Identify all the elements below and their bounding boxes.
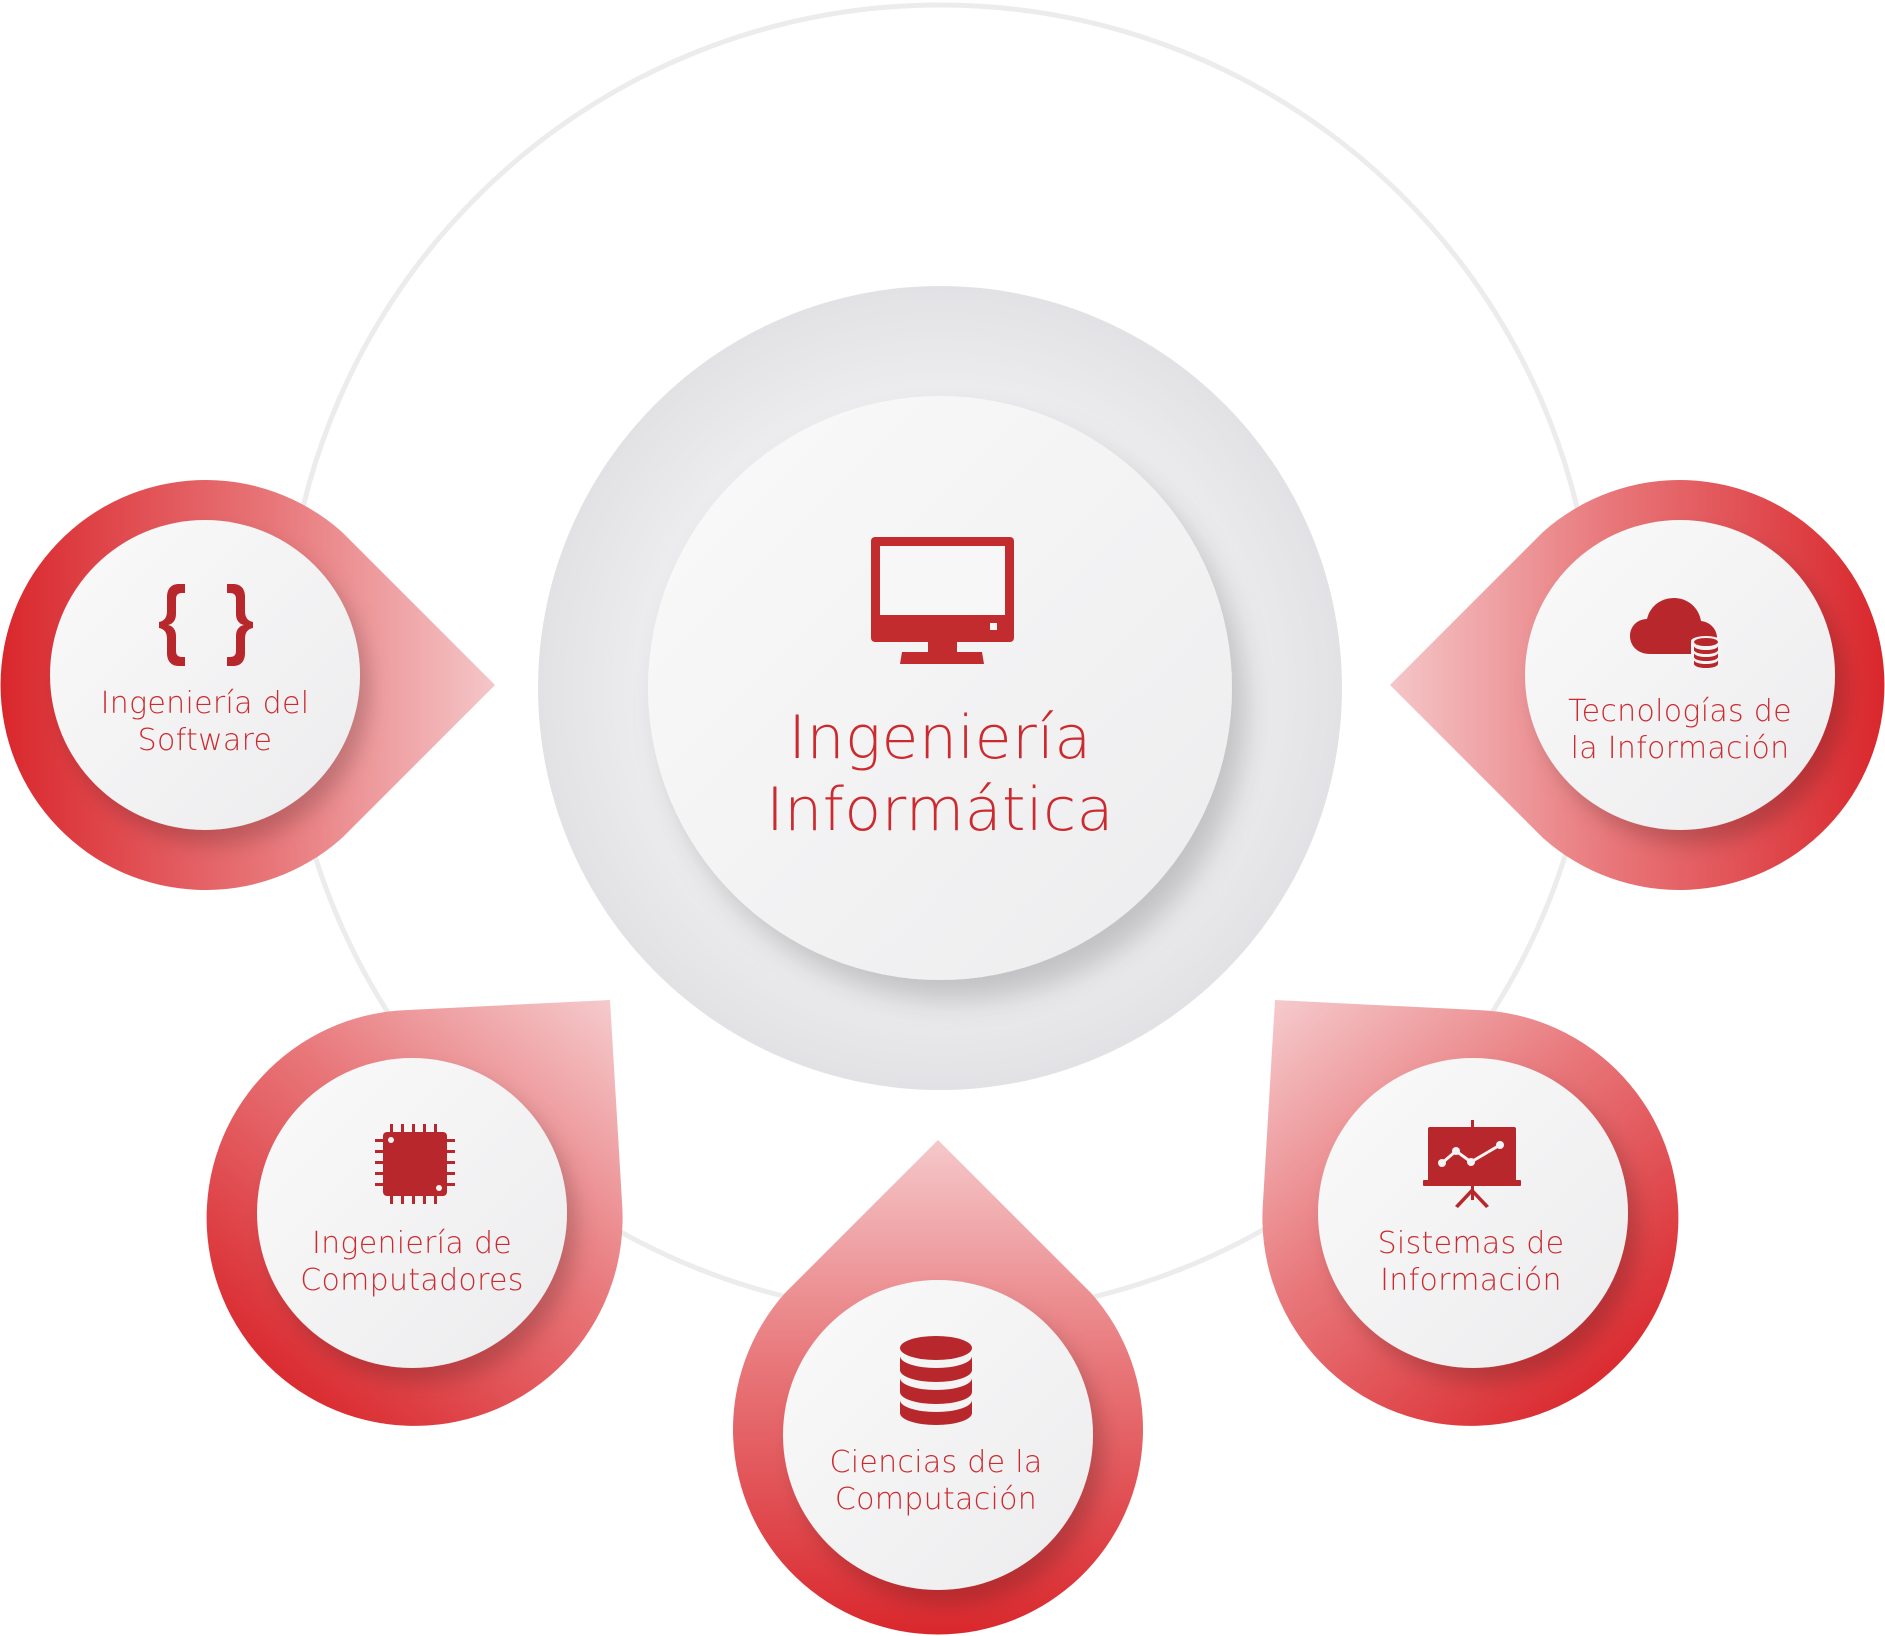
- label-computadores-line1: Ingeniería de: [311, 1226, 513, 1261]
- database-icon: [900, 1336, 972, 1425]
- satellite-ciencias: [733, 1140, 1143, 1635]
- card-ciencias: [783, 1280, 1093, 1590]
- card-software: [50, 520, 360, 830]
- cpu-chip-icon: [375, 1124, 455, 1204]
- presentation-chart-icon: [1423, 1120, 1521, 1208]
- satellite-computadores: [206, 1000, 623, 1426]
- label-computadores-line2: Computadores: [300, 1262, 524, 1298]
- card-computadores: [257, 1058, 567, 1368]
- label-software-line1: Ingeniería del: [100, 686, 310, 721]
- label-software-line2: Software: [137, 722, 273, 758]
- satellite-sistemas: [1262, 1000, 1679, 1426]
- label-computadores: Ingeniería de Computadores: [262, 1226, 562, 1299]
- satellite-software: [0, 480, 495, 891]
- center-title-line2: Informática: [766, 775, 1114, 845]
- label-sistemas-line2: Información: [1380, 1262, 1562, 1298]
- card-sistemas: [1318, 1058, 1628, 1368]
- label-software: Ingeniería del Software: [55, 686, 355, 759]
- center-title-line1: Ingeniería: [788, 703, 1092, 773]
- monitor-icon: [871, 537, 1014, 664]
- satellite-ti: [1390, 480, 1885, 891]
- label-ciencias: Ciencias de la Computación: [786, 1445, 1086, 1518]
- label-ciencias-line2: Computación: [834, 1481, 1038, 1517]
- curly-braces-icon: [159, 584, 253, 666]
- card-ti: [1525, 520, 1835, 830]
- cloud-database-icon: [1630, 598, 1721, 669]
- label-ti: Tecnologías de la Información: [1530, 694, 1830, 767]
- label-sistemas: Sistemas de Información: [1321, 1226, 1621, 1299]
- label-ti-line1: Tecnologías de: [1568, 694, 1792, 729]
- center-card: [648, 396, 1232, 980]
- center-title: Ingeniería Informática: [740, 702, 1140, 846]
- label-ciencias-line1: Ciencias de la: [829, 1445, 1043, 1480]
- label-sistemas-line1: Sistemas de: [1377, 1226, 1565, 1261]
- label-ti-line2: la Información: [1570, 730, 1790, 766]
